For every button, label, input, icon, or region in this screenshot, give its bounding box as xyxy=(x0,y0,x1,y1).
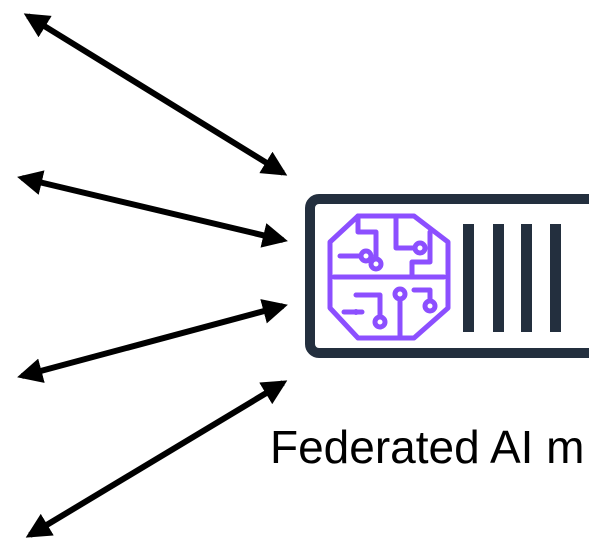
server-bar-1 xyxy=(463,224,474,332)
bidirectional-arrow-2 xyxy=(17,170,288,248)
server-bar-2 xyxy=(493,224,504,332)
ai-brain-icon xyxy=(327,213,451,341)
bidirectional-arrow-3 xyxy=(17,299,288,383)
ai-server-node xyxy=(305,194,589,358)
bidirectional-arrow-4 xyxy=(25,380,288,538)
server-bar-4 xyxy=(550,224,561,332)
server-bar-3 xyxy=(521,224,532,332)
server-bars xyxy=(463,224,561,332)
bidirectional-arrow-1 xyxy=(23,13,288,176)
diagram-caption: Federated AI m xyxy=(270,421,585,473)
